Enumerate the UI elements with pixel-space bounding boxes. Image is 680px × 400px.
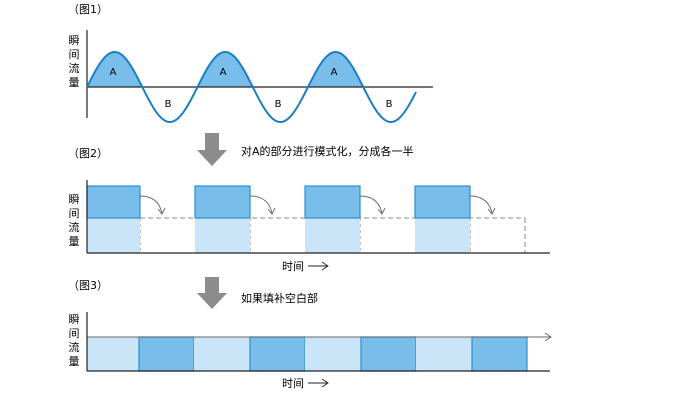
peak-label-a: A xyxy=(110,67,117,78)
fill-level-arrow-icon xyxy=(544,332,552,342)
down-arrow-icon xyxy=(197,133,227,166)
y-label-char: 瞬 xyxy=(69,193,80,206)
trough-label-b: B xyxy=(275,99,282,110)
figure-2-y-label: 瞬 间 流 量 xyxy=(69,193,80,248)
y-label-char: 流 xyxy=(69,61,80,75)
filled-light-block xyxy=(416,337,472,371)
filled-light-block xyxy=(87,337,139,371)
figure-2-x-label: 时间 xyxy=(282,260,304,273)
block-pair xyxy=(194,185,251,253)
curved-arrow-icon xyxy=(359,195,383,214)
lower-half-block xyxy=(305,218,360,253)
filled-light-block xyxy=(305,337,361,371)
curved-arrow-icon xyxy=(249,195,273,214)
figure-1-y-label: 瞬 间 流 量 xyxy=(69,34,80,89)
filled-light-block xyxy=(194,337,250,371)
time-arrow-icon xyxy=(308,261,329,271)
lower-half-block xyxy=(195,218,250,253)
y-label-char: 量 xyxy=(69,355,80,368)
down-arrow-2: 如果填补空白部 xyxy=(197,277,318,309)
y-label-char: 间 xyxy=(69,207,80,220)
wave-labels: A A A B B B xyxy=(110,67,393,110)
arrow-2-caption: 如果填补空白部 xyxy=(241,291,318,305)
down-arrow-1: 对A的部分进行模式化，分成各一半 xyxy=(197,133,414,166)
wave-positive-fill xyxy=(87,52,416,87)
y-label-char: 瞬 xyxy=(69,313,80,326)
figure-2: （图2） 瞬 间 流 量 xyxy=(68,147,550,273)
y-label-char: 瞬 xyxy=(69,34,80,47)
filled-dark-block xyxy=(360,336,417,372)
y-label-char: 流 xyxy=(69,340,80,354)
lower-half-block xyxy=(87,218,140,253)
upper-half-block xyxy=(304,185,361,219)
curved-arrow-icon xyxy=(139,195,163,214)
figure-1: （图1） 瞬 间 流 量 A A A B B B xyxy=(68,3,433,124)
filled-dark-block xyxy=(138,336,195,372)
filled-dark-block xyxy=(249,336,306,372)
figure-3-x-label: 时间 xyxy=(282,377,304,390)
block-pair xyxy=(304,185,361,253)
peak-label-a: A xyxy=(220,67,227,78)
peak-label-a: A xyxy=(331,67,338,78)
y-label-char: 量 xyxy=(69,235,80,248)
arrow-1-caption: 对A的部分进行模式化，分成各一半 xyxy=(241,144,414,158)
figure-2-label: （图2） xyxy=(68,147,108,160)
y-label-char: 流 xyxy=(69,220,80,234)
upper-half-block xyxy=(194,185,251,219)
y-label-char: 间 xyxy=(69,327,80,340)
y-label-char: 间 xyxy=(69,48,80,61)
move-arrows xyxy=(139,195,493,214)
down-arrow-icon xyxy=(197,277,227,309)
figure-3-label: （图3） xyxy=(68,279,108,292)
figure-3-y-label: 瞬 间 流 量 xyxy=(69,313,80,368)
block-pair xyxy=(86,185,141,253)
move-arrowheads xyxy=(157,207,496,215)
y-label-char: 量 xyxy=(69,76,80,89)
filled-dark-block xyxy=(471,336,528,372)
trough-label-b: B xyxy=(165,99,172,110)
upper-half-block xyxy=(414,185,471,219)
time-arrow-icon xyxy=(308,378,329,388)
figure-1-label: （图1） xyxy=(68,3,108,16)
sine-wave xyxy=(86,50,417,124)
block-pair xyxy=(414,185,471,253)
upper-half-block xyxy=(86,185,141,219)
lower-half-block xyxy=(415,218,470,253)
figure-3: （图3） 瞬 间 流 量 时间 xyxy=(68,279,552,390)
curved-arrow-icon xyxy=(469,195,493,214)
trough-label-b: B xyxy=(386,99,393,110)
